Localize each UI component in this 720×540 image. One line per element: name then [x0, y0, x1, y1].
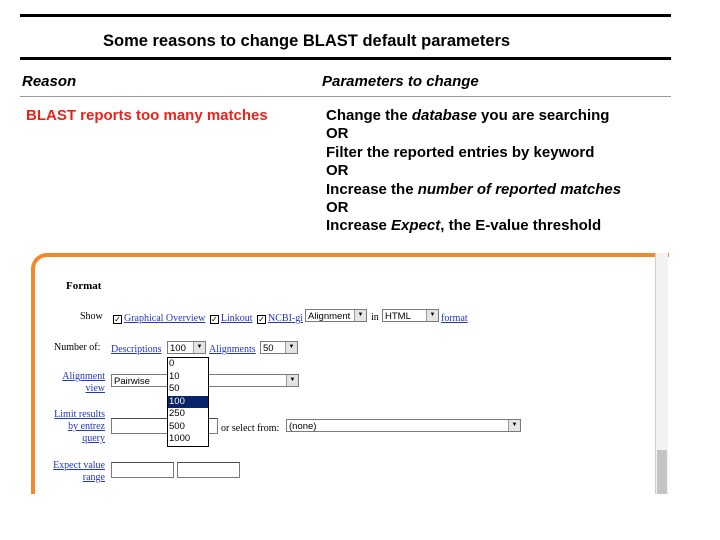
- dropdown-option-selected[interactable]: 100: [168, 395, 208, 408]
- column-header-parameters: Parameters to change: [322, 73, 479, 90]
- output-format-select[interactable]: HTML ▼: [382, 309, 439, 322]
- parameter-line: OR: [326, 125, 349, 143]
- parameter-line: Increase the number of reported matches: [326, 180, 622, 198]
- or-select-from-text: or select from:: [221, 423, 280, 434]
- ncbi-gi-checkbox[interactable]: ✓: [257, 315, 267, 324]
- graphical-overview-checkbox[interactable]: ✓: [113, 315, 122, 324]
- blast-format-screenshot: Format Show ✓Graphical Overview ✓Linkout…: [31, 253, 669, 494]
- in-text: in: [371, 312, 379, 323]
- dropdown-option[interactable]: 10: [169, 370, 180, 382]
- alignment-view-label-line: Alignment: [62, 371, 105, 382]
- descriptions-value: 100: [170, 343, 186, 354]
- alignments-value: 50: [263, 343, 274, 354]
- organism-select-value: (none): [289, 421, 317, 432]
- header-rule: [20, 96, 671, 97]
- column-header-reason: Reason: [22, 73, 77, 90]
- alignments-select[interactable]: 50 ▼: [260, 341, 298, 354]
- parameter-line: Change the database you are searching: [326, 107, 610, 124]
- dropdown-option[interactable]: 500: [169, 420, 185, 432]
- alignment-display-value: Alignment: [308, 311, 351, 322]
- chevron-down-icon: ▼: [193, 342, 205, 353]
- reason-text: BLAST reports too many matches: [26, 107, 268, 124]
- expect-value-label-line: range: [82, 472, 105, 483]
- show-options: ✓Graphical Overview ✓Linkout ✓NCBI-gi: [113, 313, 303, 324]
- parameter-line: Increase Expect, the E-value threshold: [326, 217, 602, 235]
- chevron-down-icon: ▼: [286, 375, 298, 386]
- show-label: Show: [80, 311, 103, 322]
- dropdown-option[interactable]: 1000: [169, 433, 191, 444]
- parameter-line: OR: [326, 199, 349, 217]
- chevron-down-icon: ▼: [426, 310, 438, 321]
- linkout-link[interactable]: Linkout: [220, 313, 253, 324]
- linkout-checkbox[interactable]: ✓: [209, 315, 219, 324]
- dropdown-option[interactable]: 250: [169, 408, 185, 419]
- alignment-view-value: Pairwise: [114, 376, 150, 387]
- limit-results-label-line: by entrez: [68, 421, 105, 432]
- scrollbar-thumb[interactable]: [657, 450, 667, 494]
- parameter-list: Change the database you are searching OR…: [326, 107, 621, 236]
- limit-results-label-line: query: [82, 433, 105, 444]
- alignment-view-link[interactable]: Alignment view: [49, 371, 105, 395]
- expect-value-label-line: Expect value: [53, 460, 105, 471]
- slide-title: Some reasons to change BLAST default par…: [103, 32, 511, 50]
- organism-select[interactable]: (none) ▼: [286, 419, 521, 432]
- number-of-label: Number of:: [54, 342, 101, 353]
- chevron-down-icon: ▼: [354, 310, 366, 321]
- alignments-link[interactable]: Alignments: [209, 344, 256, 355]
- parameter-line: OR: [326, 162, 349, 180]
- vertical-scrollbar[interactable]: [655, 253, 668, 494]
- format-section-title: Format: [66, 280, 102, 292]
- alignment-display-select[interactable]: Alignment▼: [305, 309, 367, 322]
- descriptions-link[interactable]: Descriptions: [111, 344, 162, 355]
- output-format-value: HTML: [385, 311, 411, 322]
- orange-frame: [31, 253, 669, 494]
- limit-results-link[interactable]: Limit results by entrez query: [41, 409, 105, 445]
- dropdown-option[interactable]: 0: [169, 358, 175, 369]
- top-rule: [20, 14, 671, 17]
- expect-min-input[interactable]: [111, 462, 174, 478]
- alignment-view-label-line: view: [85, 383, 105, 394]
- descriptions-select[interactable]: 100 ▼: [167, 341, 206, 354]
- ncbi-gi-link[interactable]: NCBI-gi: [268, 313, 304, 324]
- limit-results-label-line: Limit results: [54, 409, 105, 420]
- chevron-down-icon: ▼: [508, 420, 520, 431]
- graphical-overview-link[interactable]: Graphical Overview: [124, 313, 206, 324]
- chevron-down-icon: ▼: [285, 342, 297, 353]
- expect-max-input[interactable]: [177, 462, 240, 478]
- format-link[interactable]: format: [441, 313, 468, 324]
- title-rule: [20, 57, 671, 60]
- descriptions-dropdown-list: 0 10 50 100 250 500 1000: [167, 357, 209, 447]
- parameter-line: Filter the reported entries by keyword: [326, 143, 595, 161]
- expect-value-link[interactable]: Expect value range: [41, 460, 105, 484]
- dropdown-option[interactable]: 50: [169, 383, 180, 394]
